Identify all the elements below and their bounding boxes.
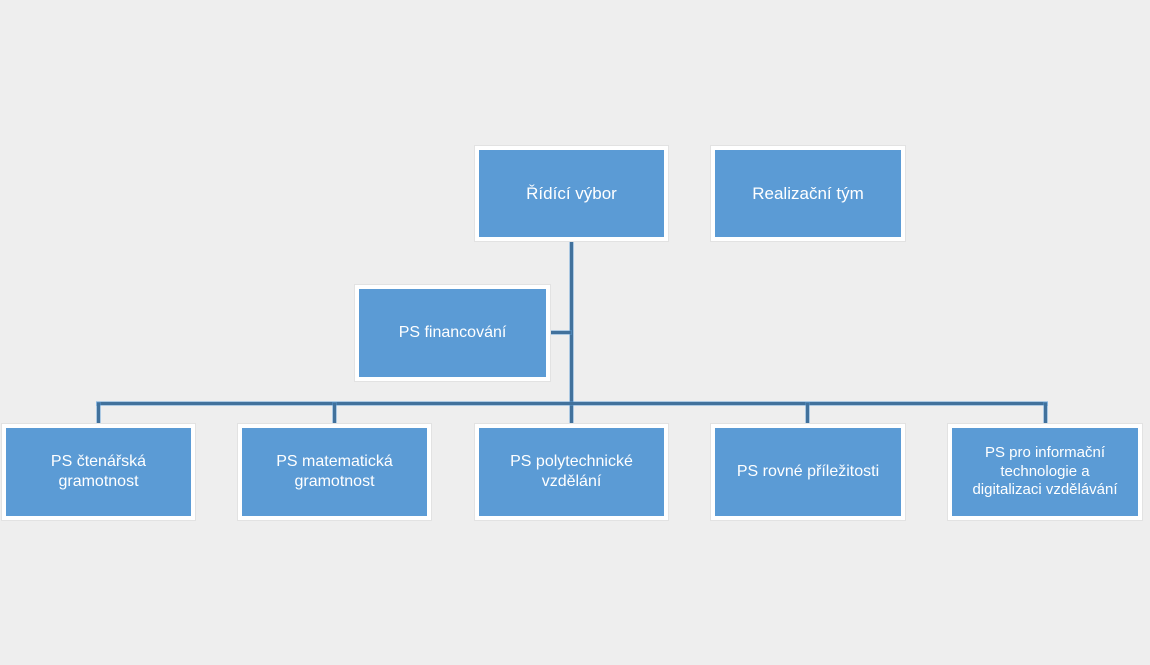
node-ps-informacni-technologie: PS pro informační technologie a digitali… [947, 423, 1143, 521]
node-label: PS čtenářská gramotnost [50, 453, 147, 490]
connector-horizontal-bus [97, 402, 1047, 405]
connector-drop-ctenarska [97, 403, 100, 424]
connector-trunk-vertical [570, 241, 573, 424]
node-ps-rovne-prilezitosti: PS rovné příležitosti [710, 423, 906, 521]
node-label: Řídící výbor [526, 183, 617, 203]
node-ps-financovani: PS financování [354, 284, 551, 382]
node-label: PS pro informační technologie a digitali… [972, 443, 1118, 499]
connector-drop-matematicka [333, 403, 336, 424]
node-label: PS polytechnické vzdělání [510, 453, 633, 490]
node-label: Realizační tým [752, 183, 864, 203]
node-ps-ctenarska-gramotnost: PS čtenářská gramotnost [1, 423, 196, 521]
node-ridici-vybor: Řídící výbor [474, 145, 669, 242]
node-label: PS rovné příležitosti [736, 463, 880, 480]
node-ps-polytechnicke-vzdelani: PS polytechnické vzdělání [474, 423, 669, 521]
connector-branch-financovani [550, 331, 571, 334]
connector-drop-informacni [1044, 403, 1047, 424]
node-realizacni-tym: Realizační tým [710, 145, 906, 242]
node-label: PS financování [398, 324, 507, 341]
connector-drop-rovne [806, 403, 809, 424]
node-label: PS matematická gramotnost [276, 453, 393, 490]
node-ps-matematicka-gramotnost: PS matematická gramotnost [237, 423, 432, 521]
